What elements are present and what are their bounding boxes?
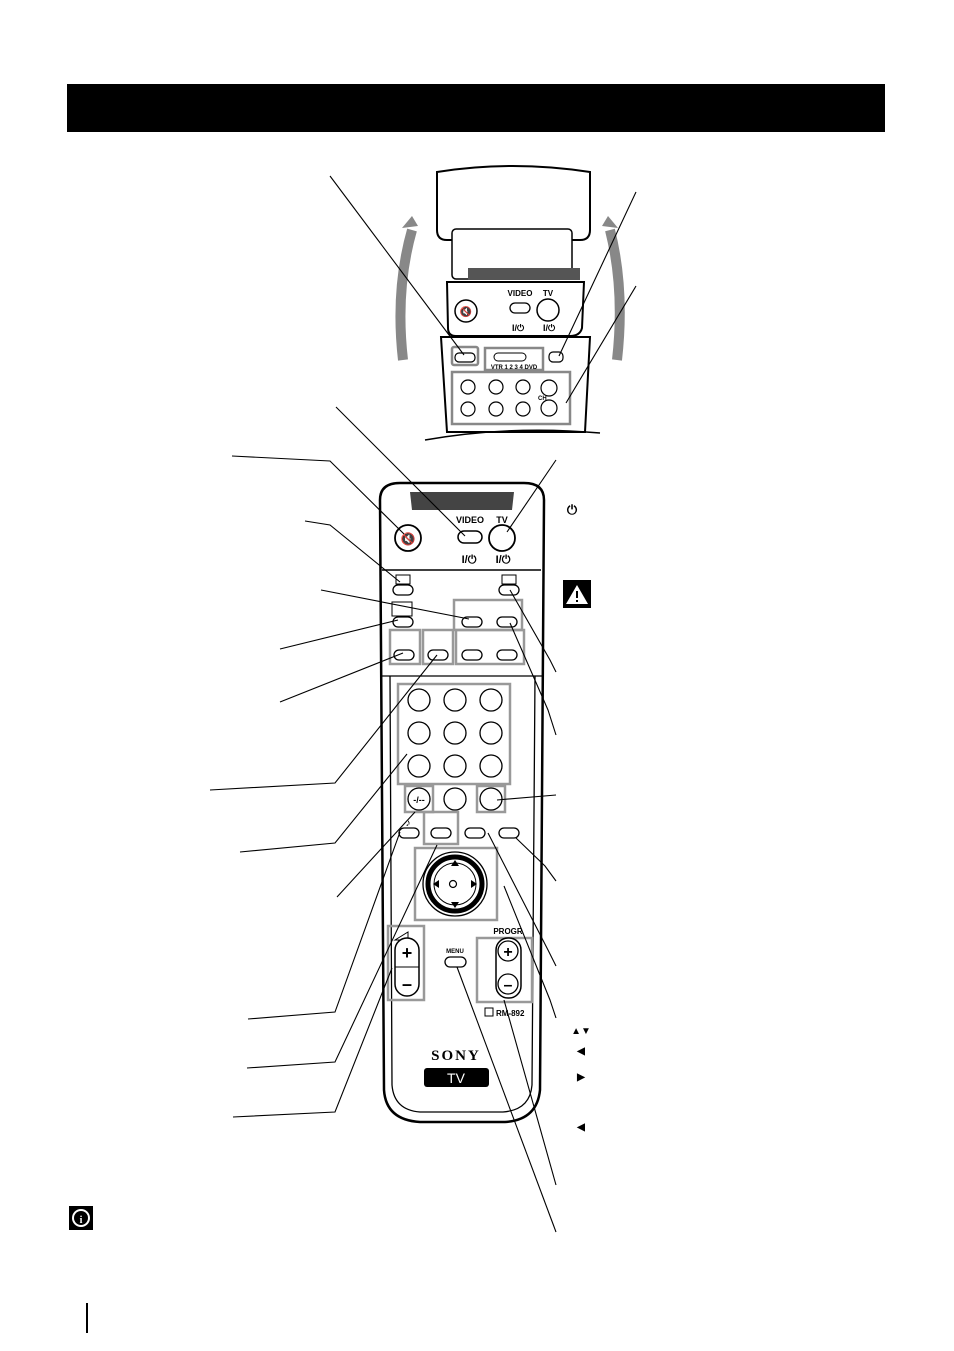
info-icon: i [69, 1206, 93, 1230]
left-arrow-2: ◀ [576, 1122, 585, 1133]
svg-text:–: – [504, 977, 513, 994]
video-power-label: I/⏻ [462, 553, 477, 566]
legend-symbols: ⏻ ▲▼ ◀ ▶ ◀ [567, 502, 591, 1133]
top-vtr-label: VTR 1 2 3 4 DVD [491, 365, 538, 371]
model-label: RM-892 [496, 1009, 525, 1018]
brand-logo: SONY [431, 1048, 481, 1064]
top-video-power: I/⏻ [512, 323, 525, 333]
tv-label: TV [496, 515, 508, 525]
svg-text:+: + [503, 944, 512, 961]
svg-text:i: i [80, 1215, 83, 1226]
top-ch-label: CH [538, 396, 547, 402]
top-tv-label: TV [543, 289, 554, 298]
left-arrow: ◀ [576, 1046, 585, 1057]
warning-icon [563, 580, 591, 608]
top-inset: 🔇 VIDEO TV I/⏻ I/⏻ VTR 1 2 3 4 DVD CH [395, 165, 625, 441]
main-remote: 🔇 VIDEO TV I/⏻ I/⏻ [378, 481, 546, 1124]
tv-badge: TV [447, 1070, 466, 1086]
top-video-label: VIDEO [508, 289, 533, 298]
progr-label: PROGR [493, 927, 523, 936]
svg-text:♪: ♪ [406, 818, 411, 829]
right-arrow: ▶ [576, 1072, 586, 1083]
svg-text:+: + [402, 943, 413, 963]
menu-label: MENU [446, 949, 464, 955]
power-symbol: ⏻ [567, 502, 578, 517]
callout-lines [209, 175, 637, 1233]
svg-text:🔇: 🔇 [460, 305, 472, 318]
video-label: VIDEO [456, 515, 484, 525]
svg-text:🔇: 🔇 [401, 532, 416, 546]
up-down-arrows: ▲▼ [571, 1026, 591, 1037]
top-tv-power: I/⏻ [543, 323, 556, 333]
svg-text:-/--: -/-- [413, 795, 425, 805]
svg-text:–: – [402, 974, 412, 994]
tv-power-label: I/⏻ [496, 553, 511, 566]
page-title-bar [67, 84, 885, 132]
page-margin-rule [86, 1303, 88, 1333]
